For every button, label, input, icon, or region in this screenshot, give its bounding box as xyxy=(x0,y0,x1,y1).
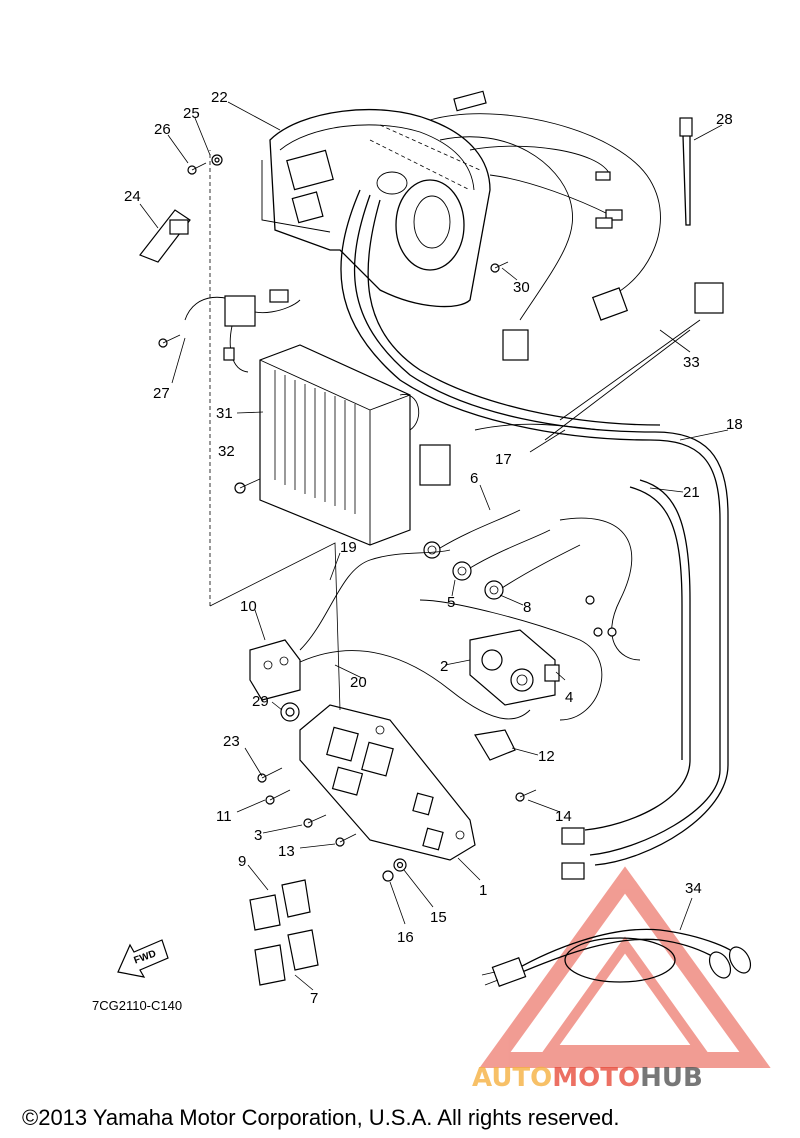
fwd-arrow-icon: FWD xyxy=(117,939,169,978)
callout-34: 34 xyxy=(685,880,702,897)
panel-plate xyxy=(299,704,476,861)
callout-20: 20 xyxy=(350,674,367,691)
power-cord xyxy=(481,928,752,987)
svg-text:AUTOMOTOHUB: AUTOMOTOHUB xyxy=(472,1063,703,1093)
callout-13: 13 xyxy=(278,843,295,860)
callout-3: 3 xyxy=(254,827,262,844)
callout-27: 27 xyxy=(153,385,170,402)
callout-32: 32 xyxy=(218,443,235,460)
callout-26: 26 xyxy=(154,121,171,138)
callout-16: 16 xyxy=(397,929,414,946)
callout-11: 11 xyxy=(216,808,232,825)
control-panel-housing xyxy=(261,108,491,308)
callout-7: 7 xyxy=(310,990,318,1007)
callout-33: 33 xyxy=(683,354,700,371)
switch-assembly xyxy=(249,549,603,721)
connectors xyxy=(419,90,724,880)
callout-22: 22 xyxy=(211,89,228,106)
callout-23: 23 xyxy=(223,733,240,750)
watermark-moto: MOTO xyxy=(552,1063,640,1093)
callout-29: 29 xyxy=(252,693,269,710)
callout-8: 8 xyxy=(523,599,531,616)
relay-bracket xyxy=(139,209,191,263)
copyright-notice: ©2013 Yamaha Motor Corporation, U.S.A. A… xyxy=(22,1105,619,1130)
callout-25: 25 xyxy=(183,105,200,122)
callout-1: 1 xyxy=(479,882,487,899)
callout-30: 30 xyxy=(513,279,530,296)
callout-19: 19 xyxy=(340,539,357,556)
callout-18: 18 xyxy=(726,416,743,433)
callout-31: 31 xyxy=(216,405,233,422)
watermark-auto: AUTO xyxy=(472,1063,552,1093)
callout-28: 28 xyxy=(716,111,733,128)
wire-harness xyxy=(340,113,729,866)
diagram-part-code: 7CG2110-C140 xyxy=(92,998,182,1013)
callout-labels: 22 25 26 24 28 30 33 27 31 32 18 17 21 6… xyxy=(124,89,743,1007)
callout-15: 15 xyxy=(430,909,447,926)
callout-12: 12 xyxy=(538,748,555,765)
callout-6: 6 xyxy=(470,470,478,487)
callout-10: 10 xyxy=(240,598,257,615)
callout-21: 21 xyxy=(683,484,700,501)
watermark-hub: HUB xyxy=(640,1063,703,1093)
watermark-logo xyxy=(479,866,771,1068)
outlets-breakers xyxy=(423,509,641,706)
callout-9: 9 xyxy=(238,853,246,870)
fasteners xyxy=(158,154,537,882)
callout-24: 24 xyxy=(124,188,141,205)
bracket-switches xyxy=(249,729,516,986)
callout-14: 14 xyxy=(555,808,572,825)
cable-tie xyxy=(679,117,693,226)
callout-4: 4 xyxy=(565,689,573,706)
leader-lines xyxy=(139,101,729,991)
rectifier-heatsink xyxy=(259,344,420,546)
callout-2: 2 xyxy=(440,658,448,675)
callout-5: 5 xyxy=(447,594,455,611)
watermark-text: AUTOMOTOHUB xyxy=(472,1063,703,1093)
sub-harness xyxy=(184,289,301,373)
callout-17: 17 xyxy=(495,451,512,468)
